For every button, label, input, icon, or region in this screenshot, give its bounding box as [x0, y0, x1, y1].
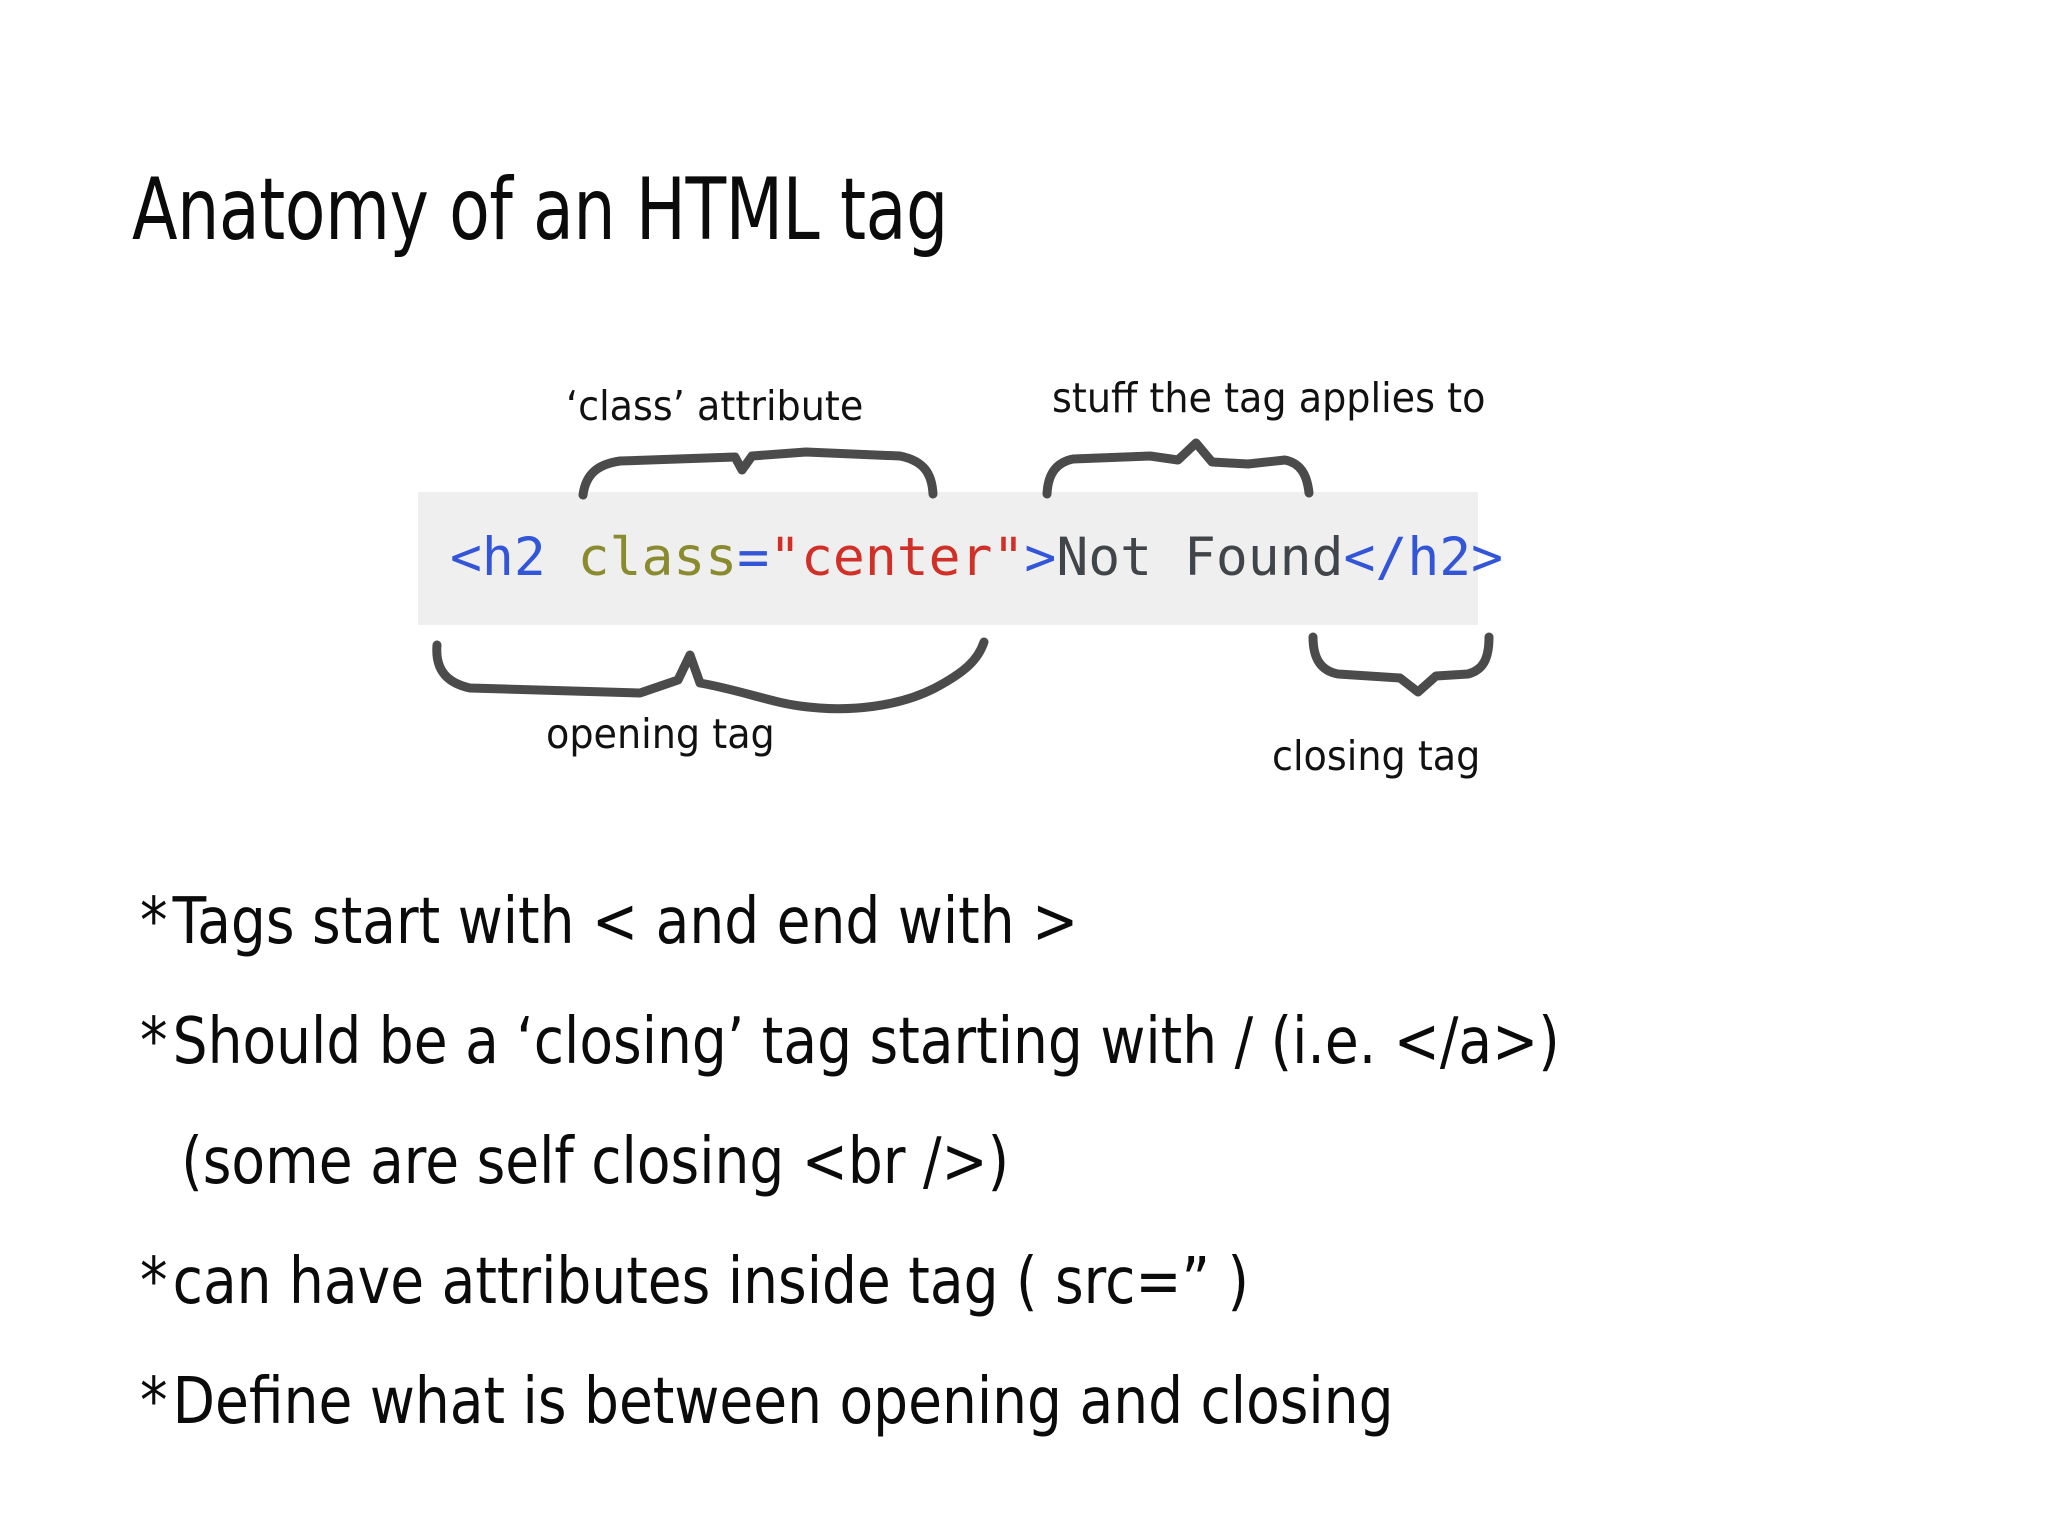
annotation-label-class-attribute: ‘class’ attribute: [566, 382, 864, 430]
list-item-label: Tags start with < and end with >: [172, 885, 1079, 959]
brace-class-attribute: [578, 447, 938, 500]
code-token-content: Not Found: [1056, 527, 1344, 588]
list-item: *Should be a ‘closing’ tag starting with…: [140, 982, 1688, 1102]
code-token-attribute-value: "center": [769, 527, 1025, 588]
brace-opening-tag: [432, 637, 989, 714]
bullet-marker: *: [140, 1005, 168, 1079]
code-token-closing-tag: </h2>: [1343, 527, 1504, 588]
list-item: *Define what is between opening and clos…: [140, 1342, 1688, 1462]
code-sample-block: <h2 class="center">Not Found</h2>: [418, 492, 1503, 625]
list-item-label: can have attributes inside tag ( src=” ): [172, 1245, 1249, 1319]
code-sample-line: <h2 class="center">Not Found</h2>: [450, 523, 1503, 593]
list-item-label: Define what is between opening and closi…: [172, 1365, 1394, 1439]
list-item-label: (some are self closing <br />): [181, 1125, 1010, 1199]
annotation-braces: [432, 438, 1494, 714]
bullet-marker: *: [140, 1365, 168, 1439]
code-token-attribute-name: class: [577, 527, 738, 588]
list-item: *can have attributes inside tag ( src=” …: [140, 1222, 1688, 1342]
code-token-equals: =: [737, 527, 770, 588]
annotation-label-opening-tag: opening tag: [546, 710, 775, 758]
bullet-marker: *: [140, 1245, 168, 1319]
annotation-label-closing-tag: closing tag: [1272, 732, 1481, 780]
code-token-tag-open: <h2: [450, 527, 578, 588]
list-item-continuation: (some are self closing <br />): [140, 1102, 1688, 1222]
list-item: *Tags start with < and end with >: [140, 862, 1688, 982]
page-title: Anatomy of an HTML tag: [132, 160, 948, 260]
brace-closing-tag: [1308, 632, 1494, 697]
brace-stuff-applies-to: [1042, 438, 1314, 499]
bullet-list: *Tags start with < and end with > *Shoul…: [140, 862, 1940, 1462]
html-tag-diagram: ‘class’ attribute stuff the tag applies …: [418, 374, 1503, 780]
code-token-tag-close: >: [1024, 527, 1057, 588]
annotation-label-stuff-applies-to: stuff the tag applies to: [1052, 374, 1486, 422]
list-item-label: Should be a ‘closing’ tag starting with …: [172, 1005, 1560, 1079]
bullet-marker: *: [140, 885, 168, 959]
